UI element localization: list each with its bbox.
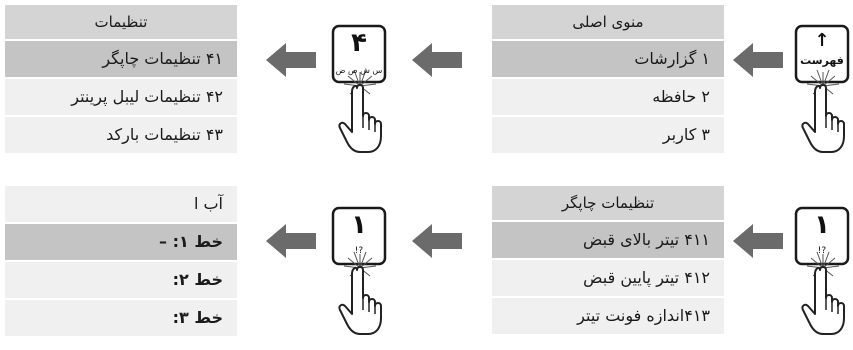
menu-item-user[interactable]: ۳ کاربر	[492, 117, 724, 153]
key-4-digit: ۴	[351, 28, 367, 58]
flow-arrow-icon	[266, 43, 316, 77]
header-line-2[interactable]: خط ۲:	[5, 262, 237, 298]
header-line-1[interactable]: خط ۱: –	[5, 224, 237, 260]
key-4-sublabel: س ش ص ض	[335, 66, 383, 75]
menu-item-barcode-settings[interactable]: ۴۳ تنظیمات بارکد	[5, 117, 237, 153]
menu-item-label-printer-settings[interactable]: ۴۲ تنظیمات لیبل پرینتر	[5, 79, 237, 115]
main-menu-title: منوی اصلی	[492, 5, 724, 39]
header-edit-panel: آب ا خط ۱: – خط ۲: خط ۳:	[5, 186, 237, 336]
key-1-press-middle[interactable]: ۱ !?	[330, 206, 388, 336]
key-1-sublabel: !?	[817, 246, 827, 256]
menu-item-memory[interactable]: ۲ حافظه	[492, 79, 724, 115]
arrow-up-icon: ↑	[814, 30, 830, 51]
key-1-digit: ۱	[814, 210, 830, 240]
flow-arrow-icon	[733, 224, 783, 258]
key-1-sublabel: !?	[354, 246, 364, 256]
header-line-3[interactable]: خط ۳:	[5, 300, 237, 336]
key-4-press[interactable]: ۴ س ش ص ض	[330, 24, 388, 154]
flow-arrow-icon	[733, 43, 783, 77]
settings-panel: تنظیمات ۴۱ تنظیمات چاپگر ۴۲ تنظیمات لیبل…	[5, 5, 237, 153]
menu-item-title-font-size[interactable]: ۴۱۳اندازه فونت تیتر	[492, 298, 724, 334]
flow-arrow-icon	[412, 224, 462, 258]
menu-item-printer-settings[interactable]: ۴۱ تنظیمات چاپگر	[5, 41, 237, 77]
key-1-press-right[interactable]: ۱ !?	[793, 206, 851, 336]
printer-settings-title: تنظیمات چاپگر	[492, 186, 724, 220]
menu-item-header-text[interactable]: ۴۱۱ تیتر بالای قبض	[492, 222, 724, 258]
flow-arrow-icon	[266, 224, 316, 258]
main-menu-panel: منوی اصلی ۱ گزارشات ۲ حافظه ۳ کاربر	[492, 5, 724, 153]
menu-item-reports[interactable]: ۱ گزارشات	[492, 41, 724, 77]
menu-item-footer-text[interactable]: ۴۱۲ تیتر پایین قبض	[492, 260, 724, 296]
menu-key-label: فهرست	[800, 54, 844, 67]
flow-arrow-icon	[412, 43, 462, 77]
header-edit-input-text[interactable]: آب ا	[5, 186, 237, 222]
settings-title: تنظیمات	[5, 5, 237, 39]
printer-settings-panel: تنظیمات چاپگر ۴۱۱ تیتر بالای قبض ۴۱۲ تیت…	[492, 186, 724, 334]
menu-key-press[interactable]: ↑ فهرست	[793, 24, 851, 154]
key-1-digit: ۱	[351, 210, 367, 240]
